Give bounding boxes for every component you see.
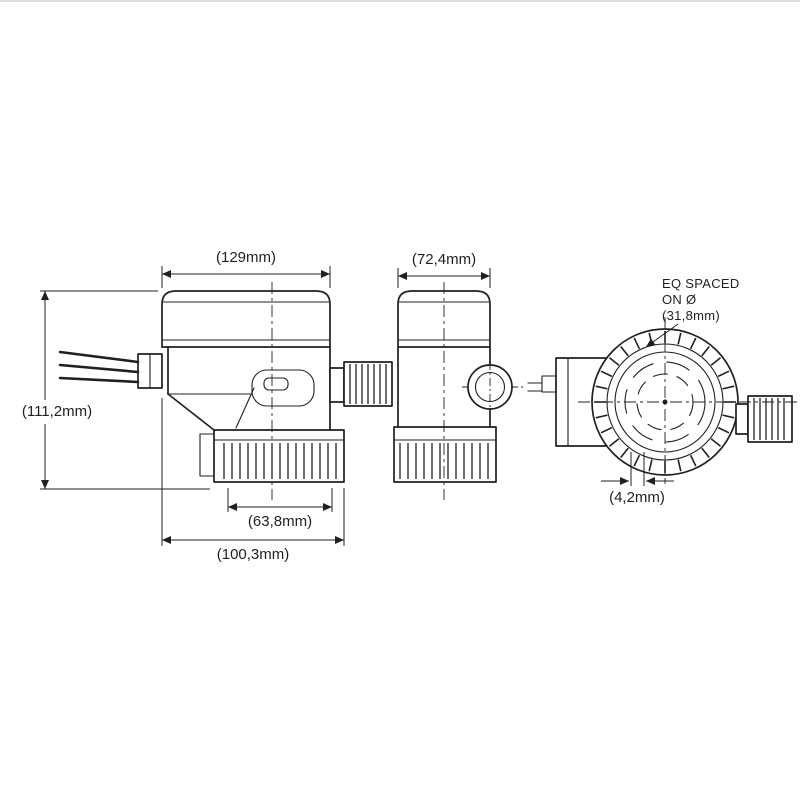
- dim-front-width: (72,4mm): [397, 251, 491, 288]
- front-strainer-ribs: [399, 443, 489, 479]
- note-eq-spaced: EQ SPACED ON Ø (31,8mm): [645, 276, 740, 348]
- rear-barb-ribs: [753, 398, 785, 440]
- strainer-base-side: [213, 429, 345, 483]
- dim-strainer-width: (63,8mm): [227, 488, 333, 530]
- outlet-neck-rear: [735, 403, 749, 435]
- side-strainer-ribs: [223, 443, 337, 479]
- dim-label-front-width: (72,4mm): [412, 251, 476, 268]
- note-line-2: ON Ø: [662, 292, 696, 307]
- top-divider: [0, 0, 800, 2]
- outlet-port-circle: [467, 364, 513, 410]
- motor-cap-outline: [161, 290, 331, 348]
- dim-label-strainer-width: (63,8mm): [248, 513, 312, 530]
- wire-1: [58, 350, 140, 364]
- dim-overall-height: (111,2mm): [22, 290, 210, 490]
- dim-slot-width: (4,2mm): [601, 452, 674, 506]
- front-view: [393, 282, 524, 500]
- dim-base-width: (100,3mm): [161, 398, 345, 563]
- rear-view: [527, 317, 798, 484]
- outlet-barb-rear: [747, 395, 793, 443]
- rim-slot-lines: [594, 331, 736, 473]
- pump-module-clip: [263, 377, 289, 391]
- wire-2: [58, 363, 140, 374]
- dim-body-width: (129mm): [161, 249, 331, 288]
- side-view: [58, 282, 393, 500]
- body-left-slope: [167, 393, 215, 431]
- dim-label-body-width: (129mm): [216, 249, 276, 266]
- note-leader-line: [645, 323, 679, 348]
- note-line-3: (31,8mm): [662, 308, 720, 323]
- side-barb-ribs: [349, 364, 387, 404]
- wire-3: [58, 376, 140, 384]
- outlet-neck-side: [329, 367, 345, 403]
- pump-module-detail: [251, 369, 315, 407]
- dim-label-slot-width: (4,2mm): [609, 489, 665, 506]
- note-line-1: EQ SPACED: [662, 276, 740, 291]
- dim-label-base-width: (100,3mm): [217, 546, 290, 563]
- strainer-foot: [199, 433, 215, 477]
- front-body-outline: [397, 290, 491, 428]
- module-slant-line: [235, 387, 255, 429]
- rear-wire-stub: [541, 375, 557, 393]
- dim-label-overall-height: (111,2mm): [22, 403, 92, 420]
- strainer-base-front: [393, 426, 497, 483]
- dimensions: (129mm) (72,4mm) (111,2mm) (63,8mm): [22, 249, 740, 563]
